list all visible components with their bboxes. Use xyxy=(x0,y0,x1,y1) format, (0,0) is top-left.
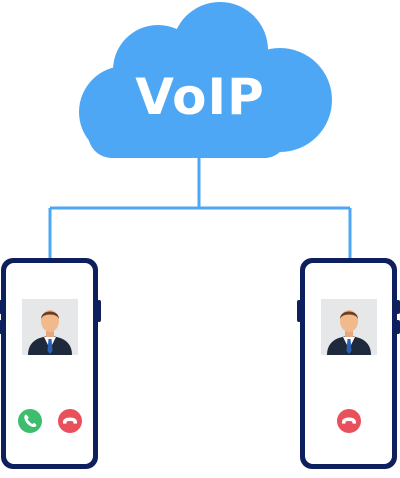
phone-hangup-icon[interactable] xyxy=(58,409,82,433)
cloud-shape xyxy=(79,2,332,158)
cloud-label: VoIP xyxy=(135,68,265,126)
person-avatar-icon xyxy=(321,299,377,355)
phone-right-screen xyxy=(305,263,392,464)
connector-lines xyxy=(48,150,352,258)
phone-right xyxy=(297,258,400,469)
phone-left-screen xyxy=(6,263,93,464)
person-avatar-icon xyxy=(22,299,78,355)
phone-answer-icon[interactable] xyxy=(18,409,42,433)
phone-hangup-icon[interactable] xyxy=(337,409,361,433)
phone-left xyxy=(0,258,101,469)
